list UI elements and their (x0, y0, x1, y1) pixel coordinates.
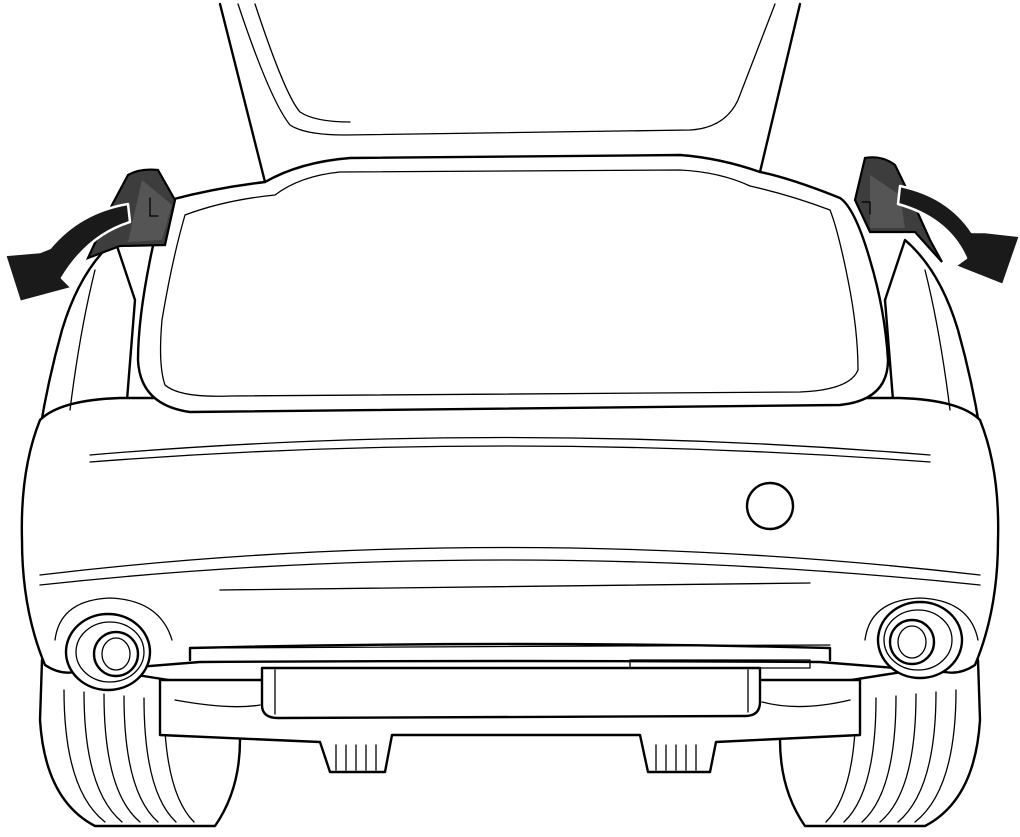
parking-sensor (745, 481, 795, 531)
right-removal-arrow (896, 184, 1020, 287)
car-body (20, 238, 1000, 674)
left-exhaust-tip (54, 597, 173, 692)
rear-window (159, 169, 859, 397)
tailgate-open (218, 2, 802, 184)
left-removal-arrow (3, 202, 132, 304)
right-tail-light (853, 156, 943, 263)
left-tail-light (85, 168, 177, 260)
tailgate-lower (136, 153, 890, 414)
right-exhaust-tip (864, 597, 979, 680)
rear-axle-and-muffler (158, 666, 862, 774)
